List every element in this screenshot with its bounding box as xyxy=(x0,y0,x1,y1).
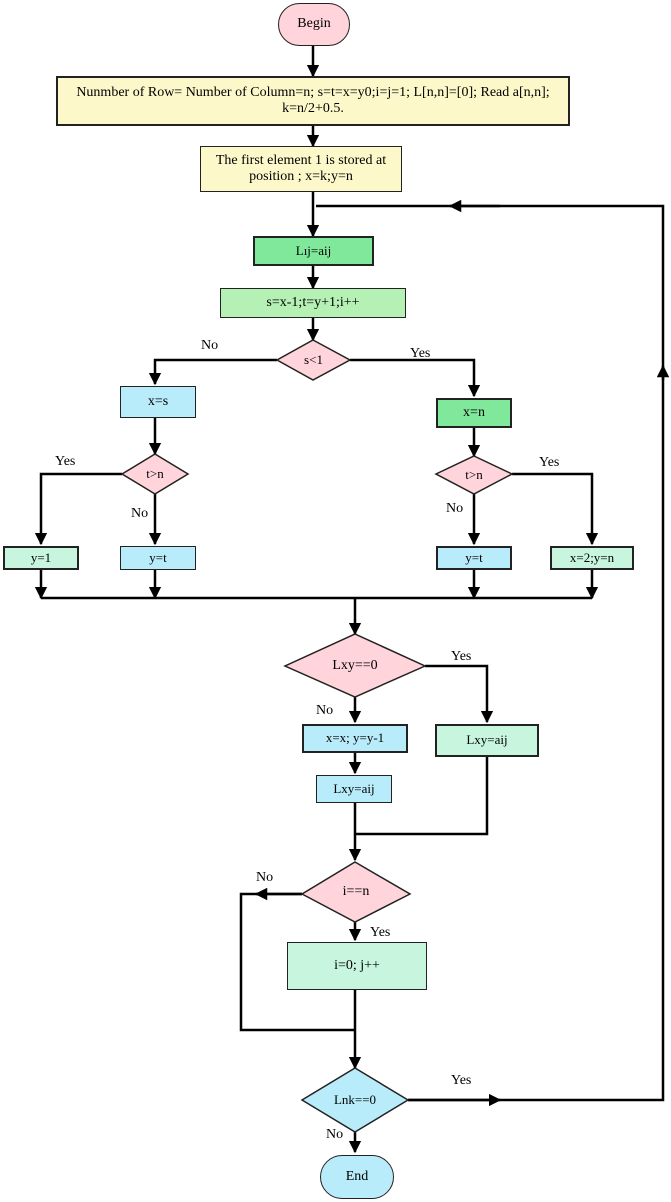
lxy-eq-aij-left-process: Lxy=aij xyxy=(316,775,392,803)
y-eq-1-process: y=1 xyxy=(3,546,79,570)
decision-s-lt-1 xyxy=(275,339,352,381)
label-lnk-yes: Yes xyxy=(451,1073,472,1088)
init-process: Nunmber of Row= Number of Column=n; s=t=… xyxy=(56,76,570,126)
end-terminal: End xyxy=(320,1155,394,1199)
x-eq-s-process: x=s xyxy=(120,386,196,418)
decision-t-gt-n-right xyxy=(434,455,514,495)
decision-t-gt-n-left xyxy=(120,453,190,495)
y-eq-t-left-process: y=t xyxy=(120,546,196,570)
assign-lij-process: Lıj=aij xyxy=(253,236,374,266)
label-tl-yes: Yes xyxy=(55,454,76,469)
x-eq-n-process: x=n xyxy=(436,398,512,428)
decision-t-gt-n-left-label: t>n xyxy=(146,466,164,481)
decision-lnk-eq-0 xyxy=(300,1067,410,1133)
label-lxy-no: No xyxy=(316,703,334,718)
begin-terminal: Begin xyxy=(278,3,350,46)
decision-s-lt-1-label: s<1 xyxy=(304,352,323,367)
label-lnk-no: No xyxy=(326,1127,344,1142)
label-tl-no: No xyxy=(131,506,149,521)
x-x-y-y-minus-1-process: x=x; y=y-1 xyxy=(302,724,408,753)
label-tr-yes: Yes xyxy=(539,455,560,470)
first-element-process: The first element 1 is stored at positio… xyxy=(200,146,402,192)
label-i-no: No xyxy=(256,870,274,885)
y-eq-t-right-process: y=t xyxy=(436,546,512,570)
update-s-t-i-process: s=x-1;t=y+1;i++ xyxy=(220,288,406,318)
label-i-yes: Yes xyxy=(370,925,391,940)
lxy-eq-aij-right-process: Lxy=aij xyxy=(435,724,539,757)
decision-t-gt-n-right-label: t>n xyxy=(465,467,483,482)
label-tr-no: No xyxy=(446,501,464,516)
label-lxy-yes: Yes xyxy=(451,649,472,664)
decision-lxy-eq-0-label: Lxy==0 xyxy=(332,657,378,673)
decision-i-eq-n-label: i==n xyxy=(342,884,370,899)
decision-i-eq-n xyxy=(300,861,412,923)
i-eq-0-j-plus-plus-process: i=0; j++ xyxy=(287,942,427,990)
x-eq-2-y-eq-n-process: x=2;y=n xyxy=(550,546,634,570)
label-s-no: No xyxy=(201,338,219,353)
label-s-yes: Yes xyxy=(410,346,431,361)
decision-lxy-eq-0 xyxy=(283,633,427,698)
decision-lnk-eq-0-label: Lnk==0 xyxy=(333,1092,377,1107)
